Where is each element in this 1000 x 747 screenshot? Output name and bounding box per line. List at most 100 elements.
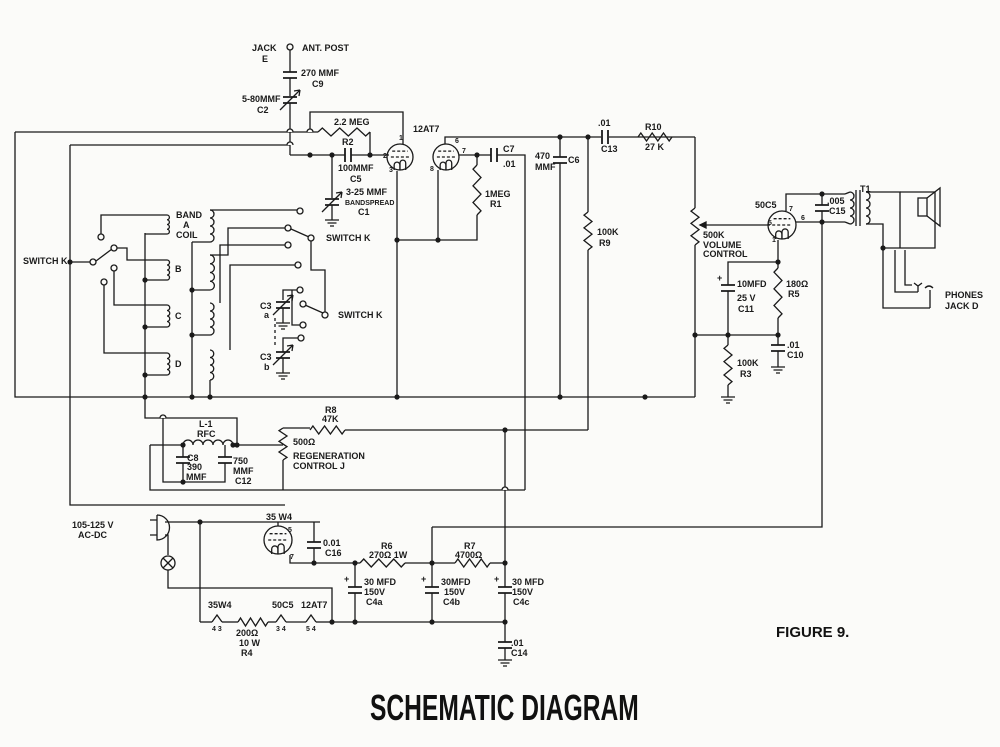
terminal bbox=[321, 311, 329, 319]
label-band: BAND bbox=[176, 210, 202, 220]
polarity-plus: + bbox=[717, 273, 722, 283]
pilot-lamp-cross bbox=[162, 557, 174, 569]
ground-symbol bbox=[276, 318, 290, 330]
speaker-body bbox=[917, 197, 928, 217]
resistor-r5 bbox=[773, 267, 783, 319]
wire bbox=[14, 132, 695, 398]
ground-symbol bbox=[771, 362, 785, 374]
wire bbox=[117, 247, 167, 261]
ground-symbol bbox=[325, 215, 339, 227]
label-p6: 6 bbox=[801, 215, 805, 222]
label-c6: C6 bbox=[568, 155, 580, 165]
label-h-50c5: 50C5 bbox=[272, 600, 294, 610]
label-c2: C2 bbox=[257, 105, 269, 115]
label-c1-note: BANDSPREAD bbox=[345, 200, 394, 207]
label-c6-unit: MMF bbox=[535, 162, 556, 172]
label-c2-value: 5-80MMF bbox=[242, 94, 281, 104]
label-c15: C15 bbox=[829, 206, 846, 216]
wire bbox=[149, 445, 285, 491]
junction-dot bbox=[880, 245, 886, 251]
wire bbox=[210, 227, 285, 256]
tube-grid bbox=[772, 218, 792, 226]
resistor-r10 bbox=[637, 131, 673, 143]
label-pin-6: 6 bbox=[455, 138, 459, 145]
label-r4-value: 200Ω bbox=[236, 628, 258, 638]
tube-grid bbox=[436, 150, 456, 158]
label-mains-2: AC-DC bbox=[78, 530, 107, 540]
capacitor-c4c bbox=[498, 586, 512, 594]
capacitor-c12 bbox=[218, 456, 232, 464]
wire bbox=[290, 228, 310, 238]
label-c7: C7 bbox=[503, 144, 515, 154]
wire bbox=[103, 285, 167, 354]
junction-dot bbox=[189, 332, 195, 338]
junction-dot bbox=[142, 324, 148, 330]
label-c13: C13 bbox=[601, 144, 618, 154]
wire bbox=[497, 154, 526, 490]
label-h-35w4-pins: 4 3 bbox=[212, 626, 222, 633]
terminal bbox=[297, 334, 305, 342]
label-regen-value: 500Ω bbox=[293, 437, 315, 447]
label-c9-value: 270 MMF bbox=[301, 68, 340, 78]
label-pin-3: 3 bbox=[389, 167, 393, 174]
label-pin-2: 2 bbox=[383, 153, 387, 160]
wire bbox=[883, 191, 936, 249]
label-r3: R3 bbox=[740, 369, 752, 379]
label-coil-b: B bbox=[175, 264, 182, 274]
junction-dot bbox=[230, 442, 236, 448]
label-c3b-sub: b bbox=[264, 362, 270, 372]
label-p1: 1 bbox=[772, 237, 776, 244]
label-coil: COIL bbox=[176, 230, 198, 240]
wire bbox=[289, 555, 360, 564]
label-c14: C14 bbox=[511, 648, 528, 658]
label-rect-p7: 7 bbox=[290, 554, 294, 561]
heater-35w4 bbox=[211, 613, 223, 623]
terminal bbox=[307, 234, 315, 242]
wire-crossover bbox=[159, 414, 167, 419]
capacitor-c11 bbox=[721, 284, 735, 292]
wire-crossover bbox=[306, 128, 314, 133]
wire bbox=[866, 223, 930, 309]
capacitor-c5 bbox=[344, 148, 352, 162]
junction-dot bbox=[394, 394, 400, 400]
label-coil-c: C bbox=[175, 311, 182, 321]
resistor-r2 bbox=[317, 127, 371, 137]
label-p7: 7 bbox=[789, 206, 793, 213]
label-r7-value: 4700Ω bbox=[455, 550, 482, 560]
coil-c bbox=[166, 304, 171, 328]
resistor-r3 bbox=[722, 344, 734, 386]
capacitor-c14 bbox=[498, 641, 512, 649]
wire bbox=[397, 215, 478, 241]
label-c5-value: 100MMF bbox=[338, 163, 374, 173]
label-p5: 5 bbox=[768, 220, 772, 227]
coil-d bbox=[166, 352, 171, 376]
label-band-a: A bbox=[183, 220, 190, 230]
terminal bbox=[286, 43, 294, 51]
junction-dot bbox=[180, 479, 186, 485]
label-50c5: 50C5 bbox=[755, 200, 777, 210]
wire bbox=[95, 248, 113, 262]
junction-dot bbox=[352, 619, 358, 625]
label-c14-value: .01 bbox=[511, 638, 524, 648]
label-c1: C1 bbox=[358, 207, 370, 217]
label-h-50c5-pins: 3 4 bbox=[276, 626, 286, 633]
rfc-coil-l1 bbox=[182, 439, 234, 446]
capacitor-c4b bbox=[425, 586, 439, 594]
label-c10-value: .01 bbox=[787, 340, 800, 350]
variable-arrow-c1 bbox=[321, 191, 343, 213]
wire bbox=[100, 214, 167, 234]
wire bbox=[69, 145, 285, 506]
junction-dot bbox=[642, 394, 648, 400]
label-r9: R9 bbox=[599, 238, 611, 248]
wire bbox=[444, 136, 695, 144]
transformer-secondary bbox=[865, 191, 871, 225]
polarity-plus: + bbox=[421, 574, 426, 584]
tube-heater bbox=[439, 159, 453, 170]
label-c3b: C3 bbox=[260, 352, 272, 362]
label-c4b-value: 30MFD bbox=[441, 577, 471, 587]
label-phones: PHONES bbox=[945, 290, 983, 300]
label-t1: T1 bbox=[860, 184, 871, 194]
terminal bbox=[284, 241, 292, 249]
